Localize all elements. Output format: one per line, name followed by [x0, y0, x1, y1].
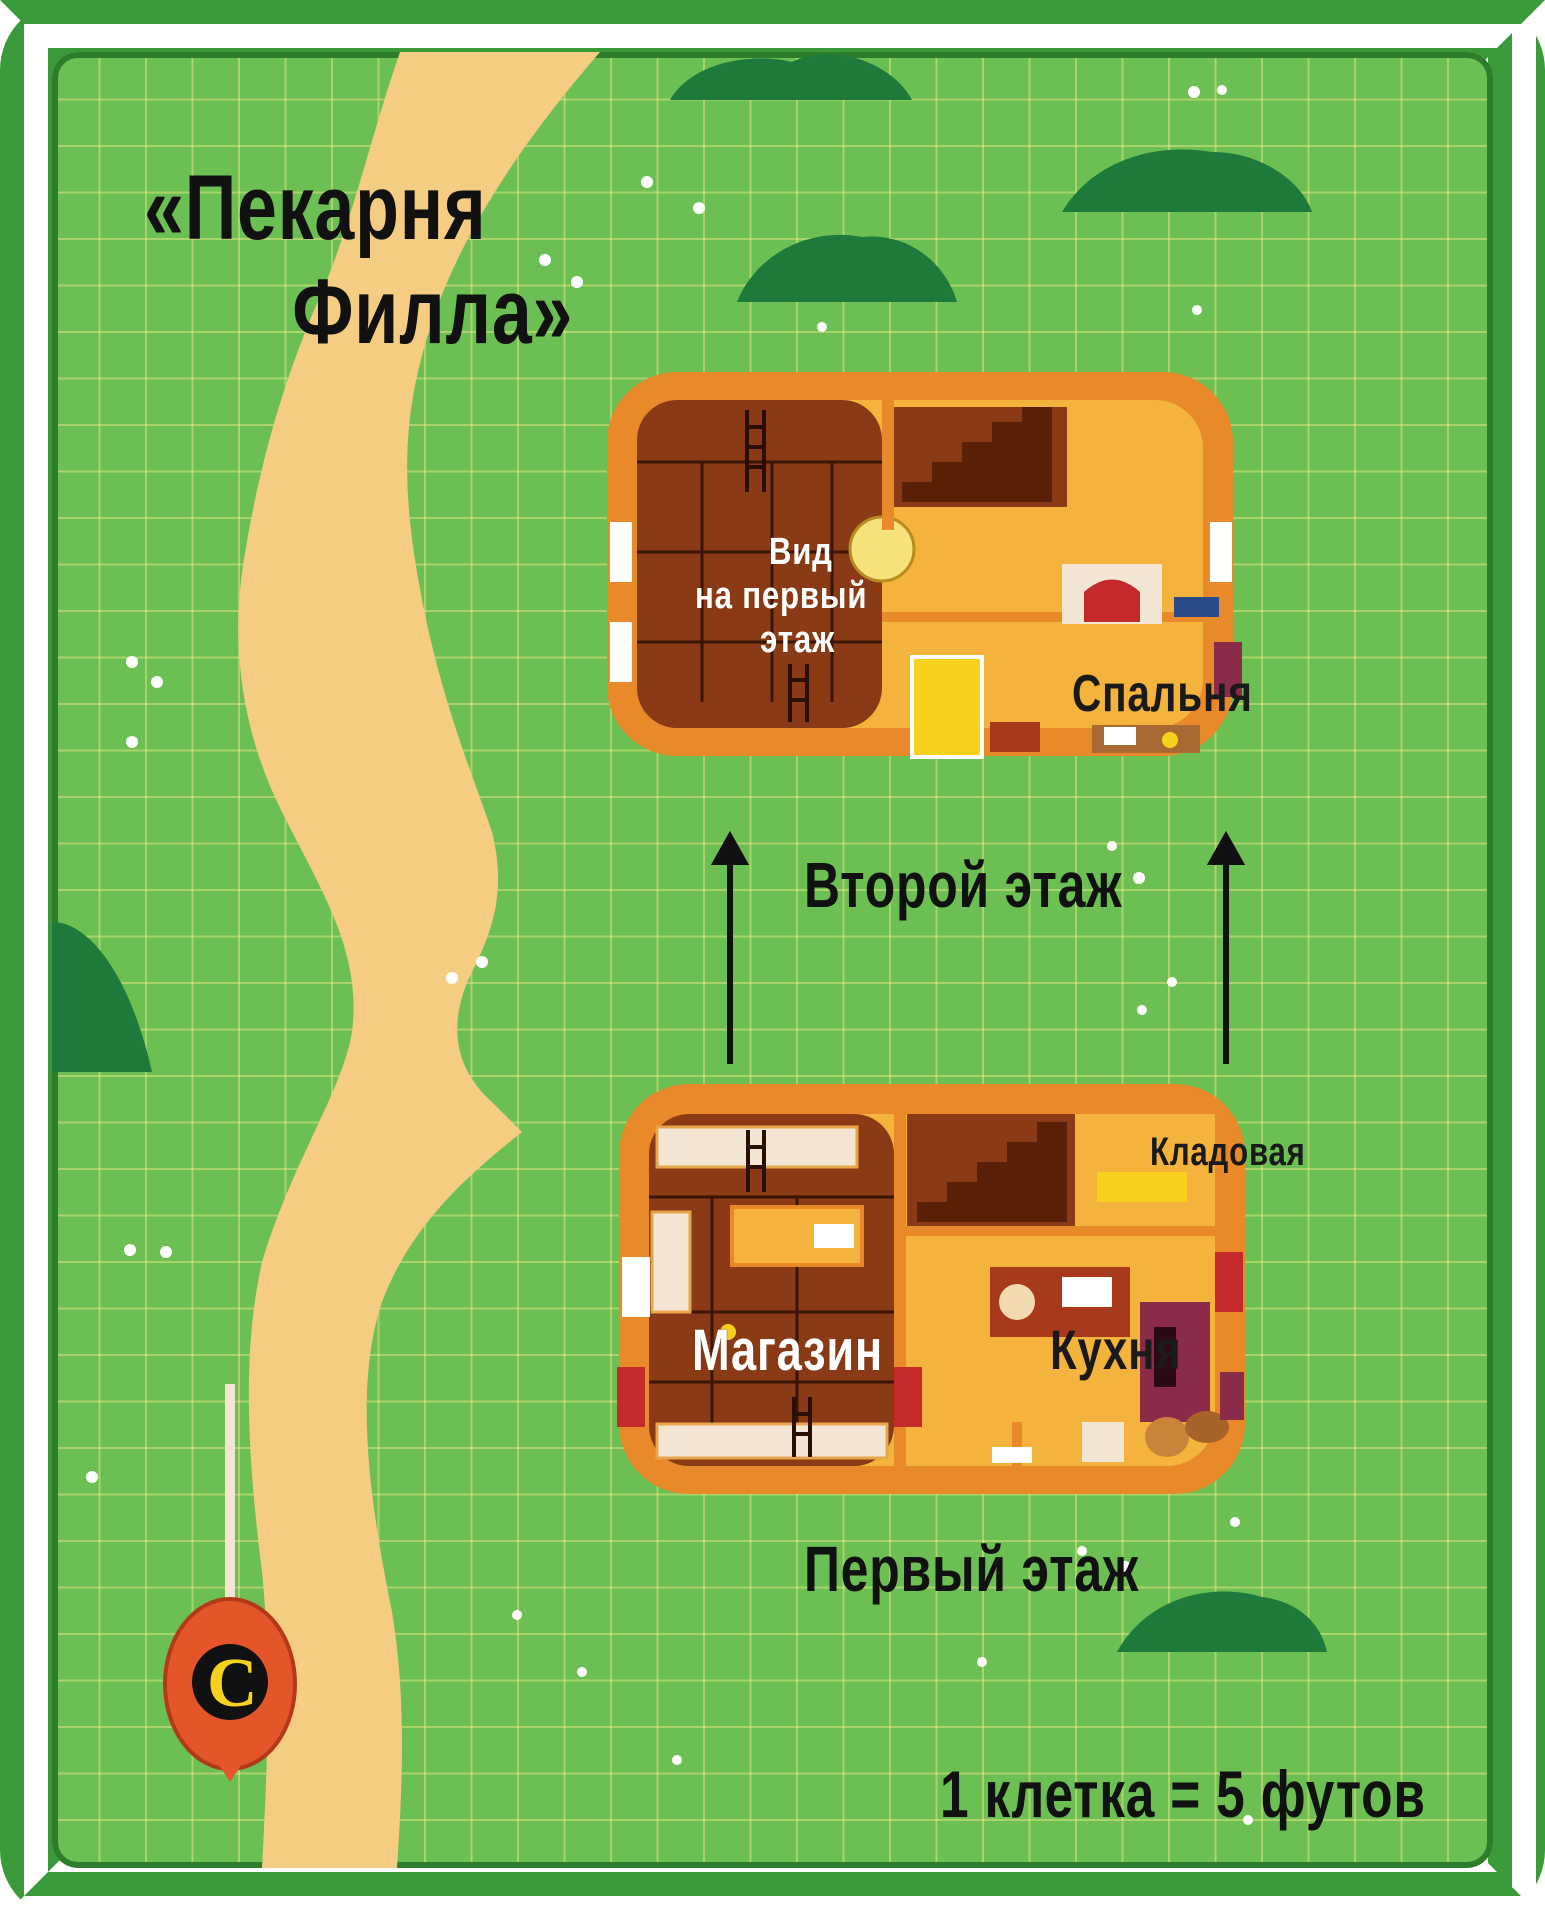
ladder-icon: [792, 1397, 812, 1457]
map-area: «Пекарня Филла» Вид на первый этаж Спаль…: [52, 52, 1493, 1868]
book-icon: [1062, 1277, 1112, 1307]
staircase-icon: [907, 1114, 1075, 1226]
bush-icon: [737, 234, 957, 302]
bush-icon: [1062, 149, 1312, 212]
book-icon: [992, 1447, 1032, 1463]
ground-floor-label: Первый этаж: [804, 1533, 1140, 1605]
compass-icon: [163, 1384, 297, 1782]
chimney: [1214, 642, 1242, 697]
scale-note: 1 клетка = 5 футов: [940, 1757, 1426, 1831]
chest: [1084, 579, 1140, 622]
staircase-icon: [892, 407, 1067, 507]
pantry-curtain: [1097, 1172, 1187, 1202]
candle-icon: [1162, 732, 1178, 748]
bush-icon: [52, 922, 152, 1072]
room-shop: Магазин: [692, 1318, 884, 1383]
map-title-line1: «Пекарня: [144, 157, 487, 259]
upper-floor-label: Второй этаж: [804, 849, 1123, 921]
map-scene: [52, 52, 1327, 1868]
bread-shelf: [655, 1422, 889, 1460]
ladder-icon: [745, 410, 766, 492]
bread-rack: [650, 1210, 692, 1314]
book-icon: [1104, 727, 1136, 745]
basket-icon: [1145, 1417, 1189, 1457]
ground-floor-plan: [617, 1084, 1245, 1494]
bush-icon: [670, 54, 912, 100]
room-kitchen: Кухня: [1050, 1318, 1182, 1381]
map-title: «Пекарня Филла»: [144, 156, 573, 364]
boots: [1174, 597, 1219, 617]
bed-icon: [910, 655, 984, 759]
book-icon: [814, 1224, 854, 1248]
ladder-icon: [746, 1130, 766, 1192]
compass-letter: С: [207, 1645, 259, 1722]
overlook-line3: этаж: [760, 619, 835, 661]
lamp: [720, 1324, 736, 1340]
flower-icon: [86, 85, 1253, 1825]
overlook-floor: [637, 400, 882, 728]
shop-kitchen-door: [894, 1367, 922, 1427]
overlook-line2: на первый: [695, 575, 868, 617]
dough: [999, 1284, 1035, 1320]
back-door: [1215, 1252, 1243, 1312]
map-title-line2: Филла»: [292, 261, 574, 363]
ladder-icon: [788, 664, 809, 722]
basket-icon: [1185, 1411, 1229, 1443]
floor-connection-arrows: [710, 830, 1246, 1064]
bush-icon: [1117, 1591, 1327, 1652]
flour-sack-icon: [1082, 1422, 1124, 1462]
room-overlook: Вид на первый этаж: [695, 530, 867, 662]
room-bedroom: Спальня: [1072, 665, 1253, 723]
front-door: [617, 1367, 645, 1427]
upper-floor-plan: [607, 372, 1242, 759]
desk: [990, 722, 1040, 752]
room-pantry: Кладовая: [1150, 1130, 1306, 1174]
dirt-path: [238, 52, 601, 1868]
shop-floor: [649, 1114, 894, 1466]
overlook-line1: Вид: [768, 531, 833, 573]
